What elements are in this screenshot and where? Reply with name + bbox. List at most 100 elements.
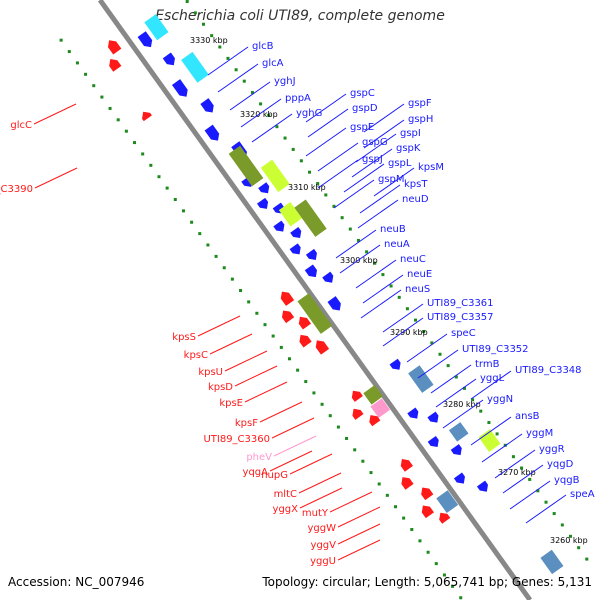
reverse-gene [369, 415, 381, 427]
gc-dot [405, 307, 409, 311]
gc-dot [234, 68, 238, 72]
gc-dot [536, 489, 540, 493]
gene-label: UTI89_C3390 [0, 184, 33, 195]
gc-dot [414, 318, 418, 322]
gc-dot [210, 34, 214, 38]
gene-leader-line [298, 472, 342, 494]
gc-dot [328, 414, 332, 418]
gene-leader-line [317, 142, 359, 172]
gene-label: yggN [487, 394, 513, 405]
gc-dot [353, 448, 357, 452]
gene-leader-line [33, 103, 77, 125]
gc-dot [393, 505, 397, 509]
cog-block [181, 51, 209, 83]
gc-dot [446, 364, 450, 368]
gene-label: yghG [296, 108, 322, 119]
gene-leader-line [335, 229, 377, 259]
gc-dot [157, 175, 161, 179]
gene-leader-line [355, 133, 397, 163]
gene-label: kpsF [235, 418, 258, 429]
gc-dot [345, 436, 349, 440]
gc-dot [552, 512, 556, 516]
gene-label: gspD [352, 103, 378, 114]
gc-dot [520, 466, 524, 470]
gc-dot [67, 50, 71, 54]
forward-gene [257, 197, 269, 209]
gene-label: gspC [350, 88, 375, 99]
forward-gene [476, 480, 488, 492]
gc-dot [316, 182, 320, 186]
reverse-gene [421, 505, 434, 519]
gc-dot [356, 238, 360, 242]
gene-leader-line [307, 108, 349, 138]
cog-block [260, 159, 290, 193]
forward-gene [453, 472, 465, 484]
gene-label: speC [451, 328, 476, 339]
gc-dot [459, 596, 463, 600]
gc-dot [381, 273, 385, 277]
forward-gene [137, 31, 153, 48]
gene-label: gspI [400, 128, 421, 139]
gene-leader-line [509, 480, 551, 510]
gc-dot [495, 432, 499, 436]
gene-label: neuE [407, 269, 432, 280]
forward-gene [258, 182, 270, 194]
gene-leader-line [435, 378, 477, 408]
reverse-gene [400, 459, 413, 472]
gc-dot [185, 0, 189, 3]
gene-label: gspG [362, 137, 388, 148]
gene-label: neuC [400, 254, 426, 265]
gene-label: yqgB [554, 475, 580, 486]
gene-leader-line [271, 417, 315, 439]
gene-features [107, 14, 564, 575]
gene-leader-line [209, 333, 253, 355]
gene-label: glcC [10, 120, 32, 131]
gc-dot [361, 459, 365, 463]
gene-label: yggL [480, 373, 505, 384]
kbp-tick-label: 3310 kbp [288, 183, 326, 192]
gc-dot [230, 277, 234, 281]
gene-leader-line [357, 199, 399, 229]
gc-dot [577, 546, 581, 550]
gene-label: neuB [380, 224, 406, 235]
gene-label: kpsD [208, 382, 233, 393]
gene-leader-line [442, 399, 484, 429]
gene-leader-line [317, 159, 359, 189]
gc-dot [511, 455, 515, 459]
gc-dot [348, 227, 352, 231]
forward-gene [204, 124, 220, 141]
kbp-tick-label: 3300 kbp [340, 256, 378, 265]
gene-leader-line [430, 364, 472, 394]
gc-dot [271, 334, 275, 338]
gc-dot [304, 380, 308, 384]
cog-block [478, 429, 501, 452]
cog-block [436, 490, 459, 514]
cog-block [408, 365, 434, 393]
gc-dot [165, 186, 169, 190]
cog-block [448, 422, 469, 442]
gene-leader-line [299, 487, 343, 509]
gc-dot [141, 152, 145, 156]
gc-dot [389, 284, 393, 288]
cog-block [370, 398, 390, 418]
gene-leader-line [234, 365, 278, 387]
gc-dot [116, 118, 120, 122]
reverse-gene [281, 310, 295, 324]
kbp-tick-label: 3280 kbp [443, 400, 481, 409]
gc-dot [214, 254, 218, 258]
gene-label: UTI89_C3357 [427, 312, 494, 323]
gc-dot [373, 261, 377, 265]
cog-block [294, 199, 327, 237]
gc-dot [100, 95, 104, 99]
gc-dot [287, 357, 291, 361]
gene-leader-line [229, 81, 271, 111]
gene-leader-line [333, 179, 375, 209]
reverse-gene [315, 340, 330, 355]
gene-leader-line [244, 381, 288, 403]
gc-dot [324, 193, 328, 197]
gc-dot [181, 209, 185, 213]
gc-dot [124, 129, 128, 133]
gene-label: kpsU [198, 367, 223, 378]
gc-dot [201, 22, 205, 26]
gc-dot [247, 300, 251, 304]
